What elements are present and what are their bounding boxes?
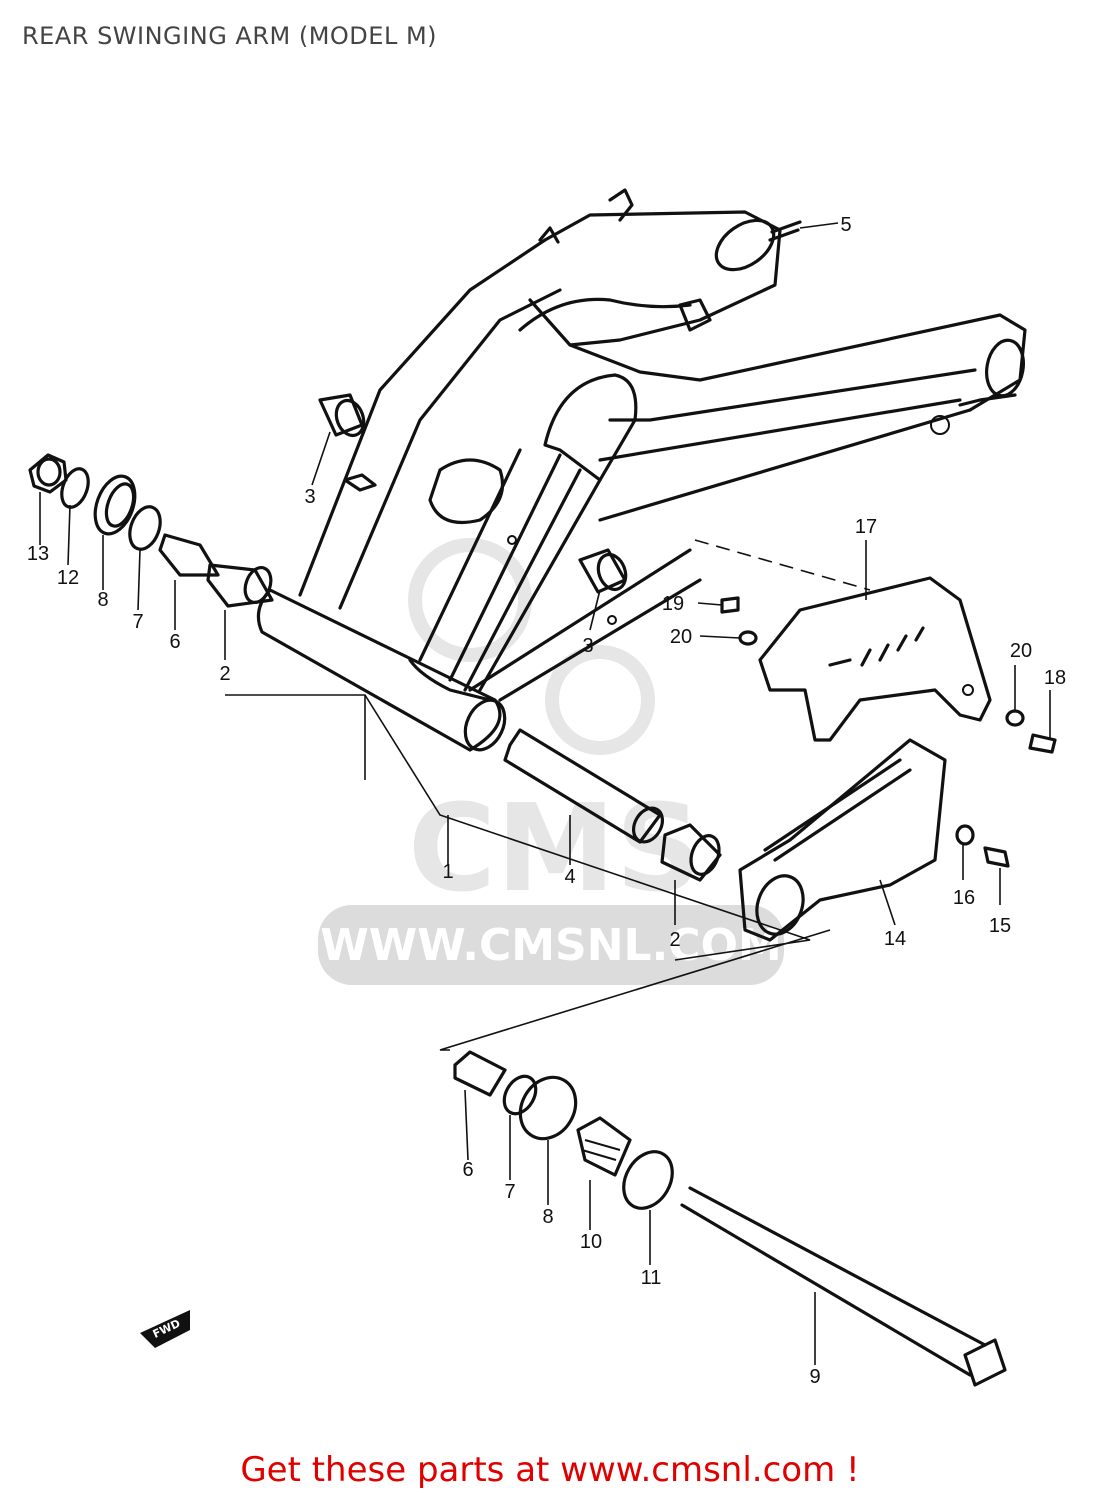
callout-9: 9 — [809, 1366, 820, 1388]
callout-8-upper: 8 — [97, 589, 108, 611]
callout-1: 1 — [442, 861, 453, 883]
callout-17: 17 — [855, 516, 877, 538]
leader-lines — [39, 222, 1051, 1365]
callout-14: 14 — [884, 928, 906, 950]
callout-3-lower: 3 — [582, 635, 593, 657]
callout-16: 16 — [953, 887, 975, 909]
lower-hardware-stack — [453, 1050, 1007, 1387]
callout-2-right: 2 — [669, 929, 680, 951]
spacer-4 — [503, 728, 665, 844]
callout-7-lower: 7 — [504, 1181, 515, 1203]
watermark-brand: CMS — [408, 780, 702, 919]
callout-5: 5 — [840, 214, 851, 236]
callout-labels: 1 2 2 3 3 4 5 6 6 7 7 8 8 9 10 11 12 13 … — [27, 214, 1066, 1388]
footer-link-text[interactable]: Get these parts at www.cmsnl.com ! — [240, 1450, 860, 1490]
collar-16 — [955, 824, 975, 846]
callout-15: 15 — [989, 915, 1011, 937]
bearing-2-right — [660, 823, 722, 882]
callout-6-upper: 6 — [169, 631, 180, 653]
callout-11: 11 — [641, 1267, 662, 1289]
callout-7-upper: 7 — [132, 611, 143, 633]
callout-8-lower: 8 — [542, 1206, 553, 1228]
screw-19 — [720, 596, 740, 614]
callout-10: 10 — [580, 1231, 602, 1253]
chain-guard-17 — [758, 576, 992, 742]
callout-12: 12 — [57, 567, 79, 589]
fwd-arrow-icon: FWD — [140, 1310, 190, 1348]
bearing-3-upper — [318, 393, 366, 438]
parts-diagram: WWW.CMSNL.COM CMS — [27, 188, 1066, 1388]
diagram-title: REAR SWINGING ARM (MODEL M) — [22, 22, 438, 50]
watermark: WWW.CMSNL.COM CMS — [318, 538, 784, 985]
bearing-3-lower — [578, 548, 628, 594]
chain-case-14 — [738, 738, 947, 942]
callout-19: 19 — [662, 593, 684, 615]
swingarm-body — [256, 188, 1027, 752]
washer-20-right — [1005, 709, 1025, 727]
callout-2-left: 2 — [219, 663, 230, 685]
screw-18 — [1028, 733, 1057, 754]
callout-18: 18 — [1044, 667, 1066, 689]
callout-3-upper: 3 — [304, 486, 315, 508]
callout-13: 13 — [27, 543, 49, 565]
washer-20-left — [738, 630, 758, 646]
left-hardware-stack — [28, 453, 274, 608]
screw-15 — [983, 846, 1010, 868]
callout-4: 4 — [564, 866, 575, 888]
callout-20-right: 20 — [1010, 640, 1032, 662]
watermark-url: WWW.CMSNL.COM — [320, 920, 782, 971]
callout-6-lower: 6 — [462, 1159, 473, 1181]
callout-20-left: 20 — [670, 626, 692, 648]
bolt-5 — [768, 220, 802, 242]
